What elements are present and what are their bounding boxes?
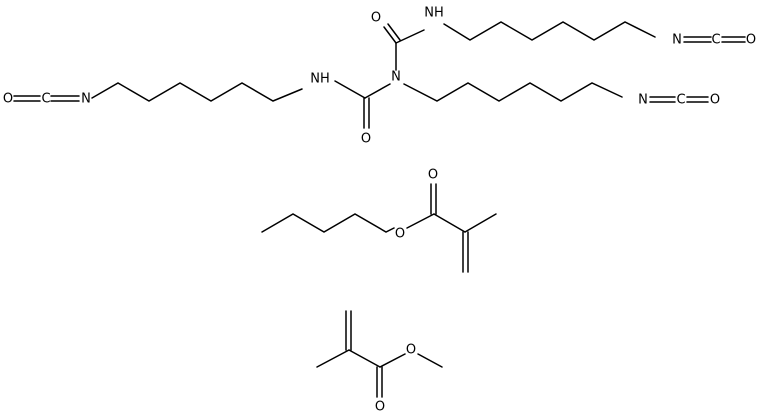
bonds [316, 310, 443, 398]
atom-n-iso-right: N [638, 93, 648, 108]
atom-c-iso-right: C [676, 93, 685, 108]
atom-labels: O O [375, 343, 416, 415]
atom-o-iso-top: O [746, 33, 756, 48]
atom-c-iso-top: C [711, 33, 720, 48]
atom-o-ester: O [406, 343, 416, 358]
atom-c-left: C [41, 92, 50, 107]
atom-o-iso-right: O [710, 93, 720, 108]
atom-o-urea-top: O [371, 11, 381, 26]
butyl-methacrylate-molecule: O O [261, 168, 497, 273]
atom-o-left: O [3, 92, 13, 107]
atom-o-urea-bottom: O [361, 132, 371, 147]
atom-n-center: N [391, 70, 401, 85]
atom-o-ester: O [395, 227, 405, 242]
atom-labels: O C N NH O N O NH N C O N C O [3, 6, 756, 147]
bonds [261, 183, 497, 273]
biuret-triisocyanate-molecule: O C N NH O N O NH N C O N C O [3, 6, 756, 147]
methyl-methacrylate-molecule: O O [316, 310, 443, 415]
atom-nh-top: NH [424, 6, 444, 21]
atom-labels: O O [395, 168, 438, 242]
bonds [13, 21, 746, 129]
atom-nh-left: NH [310, 72, 330, 87]
atom-n-left: N [81, 92, 91, 107]
atom-n-iso-top: N [672, 33, 682, 48]
atom-o-carbonyl: O [428, 168, 438, 183]
atom-o-carbonyl: O [375, 400, 385, 415]
